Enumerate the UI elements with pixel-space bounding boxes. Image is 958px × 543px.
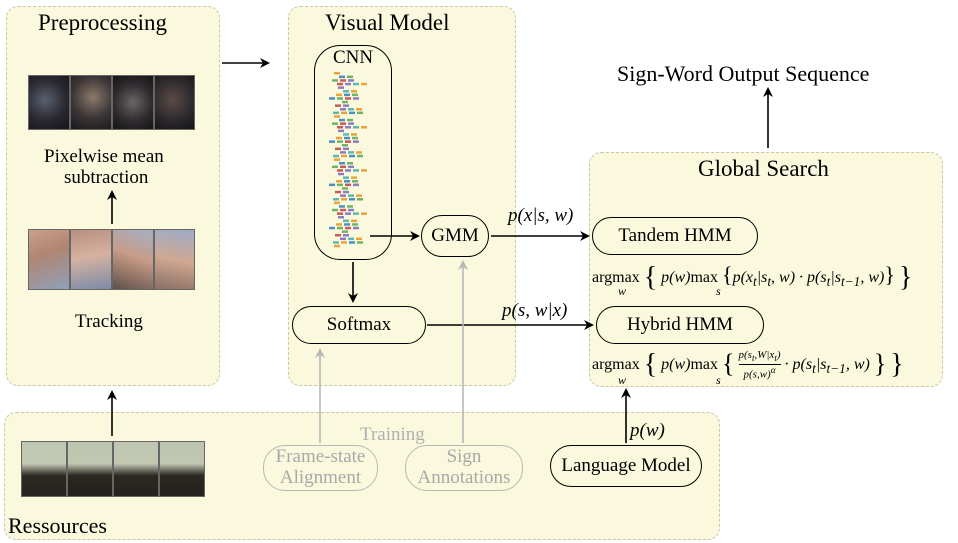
- frame-state-alignment-node: Frame-state Alignment: [263, 445, 378, 491]
- preprocessed-frames-strip: [28, 75, 195, 130]
- global-search-title: Global Search: [698, 156, 829, 181]
- preprocessing-title: Preprocessing: [38, 10, 168, 35]
- mean-subtraction-label-line1: Pixelwise mean: [44, 146, 164, 167]
- global-search-panel: [589, 152, 943, 387]
- cnn-node: CNN: [314, 45, 392, 260]
- sign-annotations-node: Sign Annotations: [405, 445, 523, 491]
- sign-annotations-line2: Annotations: [417, 467, 511, 488]
- language-model-node: Language Model: [550, 445, 702, 487]
- hybrid-hmm-node: Hybrid HMM: [596, 306, 764, 344]
- cnn-label: CNN: [332, 47, 374, 68]
- tandem-hmm-node: Tandem HMM: [592, 217, 758, 255]
- tracking-label: Tracking: [75, 311, 143, 332]
- output-sequence-label: Sign-Word Output Sequence: [617, 61, 870, 86]
- visual-model-title: Visual Model: [325, 10, 450, 35]
- training-label: Training: [360, 424, 425, 445]
- softmax-node: Softmax: [292, 306, 426, 344]
- resources-title: Ressources: [8, 513, 107, 538]
- mean-subtraction-label-line2: subtraction: [64, 167, 149, 188]
- edge-label-softmax-hybrid: p(s, w|x): [502, 300, 568, 321]
- tracked-frames-strip: [28, 229, 195, 290]
- frame-state-line1: Frame-state: [275, 446, 366, 468]
- hybrid-formula: argmax { p(w)max { p(st,W|xt) p(s,w)α · …: [592, 349, 904, 387]
- tandem-formula: argmax { p(w)max {p(xt|st, w) · p(st|st−…: [592, 262, 913, 298]
- frame-state-line2: Alignment: [279, 467, 362, 488]
- sign-video-frames: [21, 441, 205, 497]
- gmm-node: GMM: [421, 215, 489, 257]
- edge-label-gmm-tandem: p(x|s, w): [508, 205, 574, 226]
- edge-label-language-model: p(w): [630, 420, 665, 441]
- sign-annotations-line1: Sign: [446, 446, 482, 468]
